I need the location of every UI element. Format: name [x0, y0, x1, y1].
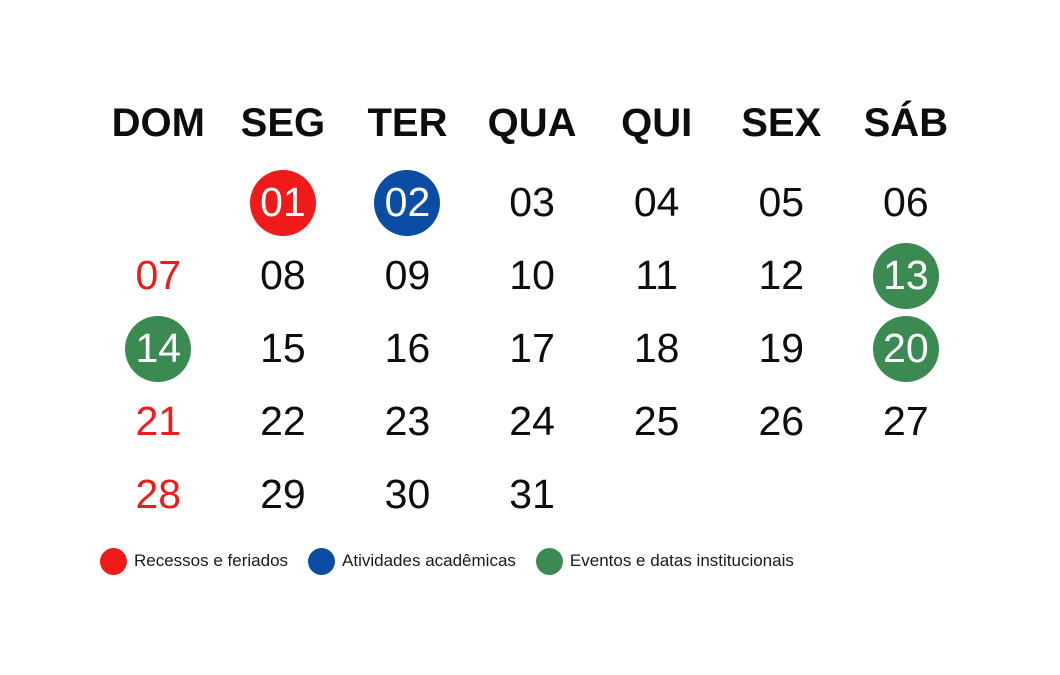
day-cell: 09 — [345, 239, 470, 312]
day-cell: 14 — [96, 312, 221, 385]
day-number: 02 — [384, 179, 431, 225]
calendar: DOM SEG TER QUA QUI SEX SÁB 01 02 03 04 05 06… — [96, 92, 968, 531]
legend-item-academic: Atividades acadêmicas — [308, 547, 516, 575]
day-number: 27 — [883, 398, 929, 444]
day-cell: 04 — [594, 166, 719, 239]
day-cell: 01 — [221, 166, 346, 239]
day-cell: 08 — [221, 239, 346, 312]
day-number: 13 — [883, 252, 929, 298]
day-number: 25 — [633, 398, 680, 444]
weekday-tue: TER — [367, 100, 448, 145]
day-number: 11 — [635, 252, 678, 298]
weekday-sat: SÁB — [863, 100, 949, 145]
day-number: 08 — [260, 252, 306, 298]
day-cell: 29 — [221, 458, 346, 531]
day-number: 22 — [260, 398, 306, 444]
day-cell: 16 — [345, 312, 470, 385]
day-cell: 24 — [470, 385, 595, 458]
day-number: 29 — [260, 471, 306, 517]
day-number: 07 — [135, 252, 182, 298]
day-cell: 20 — [844, 312, 969, 385]
weekday-fri: SEX — [741, 100, 822, 145]
day-cell: 03 — [470, 166, 595, 239]
day-cell: 11 — [594, 239, 719, 312]
day-cell: 30 — [345, 458, 470, 531]
day-marker-institutional — [872, 242, 939, 309]
day-number: 06 — [883, 179, 929, 225]
legend-dot-institutional — [535, 547, 563, 575]
day-cell: 21 — [96, 385, 221, 458]
day-cell: 07 — [96, 239, 221, 312]
day-marker-institutional — [872, 315, 939, 382]
weekday-sun: DOM — [111, 100, 205, 145]
legend-label: Atividades acadêmicas — [342, 551, 516, 570]
day-number: 04 — [633, 179, 680, 225]
day-cell: 06 — [844, 166, 969, 239]
weekday-thu: QUI — [621, 100, 693, 145]
day-number: 31 — [509, 471, 555, 517]
day-number: 18 — [633, 325, 680, 371]
day-number: 20 — [883, 325, 929, 371]
day-cell: 02 — [345, 166, 470, 239]
day-cell: 05 — [719, 166, 844, 239]
day-number: 21 — [135, 398, 182, 444]
day-number: 10 — [509, 252, 555, 298]
day-cell: 10 — [470, 239, 595, 312]
legend-item-recess: Recessos e feriados — [100, 547, 289, 575]
day-cell: 22 — [221, 385, 346, 458]
day-cell: 17 — [470, 312, 595, 385]
day-cell: 12 — [719, 239, 844, 312]
legend: Recessos e feriados Atividades acadêmicas… — [100, 547, 814, 575]
day-cell: 15 — [221, 312, 346, 385]
day-number: 03 — [509, 179, 555, 225]
day-number: 01 — [260, 179, 306, 225]
legend-dot-recess — [100, 547, 127, 575]
day-number: 16 — [384, 325, 431, 371]
weekday-header: DOM SEG TER QUA QUI SEX SÁB — [96, 92, 968, 154]
weekday-wed: QUA — [487, 100, 577, 145]
day-marker-institutional — [125, 315, 192, 382]
day-number: 24 — [509, 398, 555, 444]
legend-dot-academic — [308, 547, 336, 575]
day-number: 17 — [509, 325, 555, 371]
day-cell: 23 — [345, 385, 470, 458]
day-cell: 13 — [844, 239, 969, 312]
day-number: 05 — [758, 179, 805, 225]
day-number: 23 — [384, 398, 431, 444]
day-cell: 27 — [844, 385, 969, 458]
weekday-mon: SEG — [240, 100, 326, 145]
day-cell: 25 — [594, 385, 719, 458]
day-cell: 26 — [719, 385, 844, 458]
days-grid: 01 02 03 04 05 06 07 08 09 10 11 12 13 14 15 16 17 18 19 20… — [96, 166, 968, 531]
day-cell: 18 — [594, 312, 719, 385]
day-marker-recess — [249, 169, 316, 236]
day-number: 14 — [135, 325, 182, 371]
day-cell: 19 — [719, 312, 844, 385]
day-cell: 28 — [96, 458, 221, 531]
day-number: 19 — [758, 325, 805, 371]
legend-item-institutional: Eventos e datas institucionais — [535, 547, 794, 575]
day-marker-academic — [374, 169, 441, 236]
legend-label: Recessos e feriados — [134, 551, 289, 570]
day-number: 12 — [758, 252, 805, 298]
day-cell-empty — [96, 166, 221, 239]
legend-label: Eventos e datas institucionais — [569, 551, 794, 570]
day-number: 28 — [135, 471, 182, 517]
day-number: 26 — [758, 398, 805, 444]
day-number: 30 — [384, 471, 431, 517]
day-cell: 31 — [470, 458, 595, 531]
day-number: 09 — [384, 252, 431, 298]
day-number: 15 — [260, 325, 306, 371]
